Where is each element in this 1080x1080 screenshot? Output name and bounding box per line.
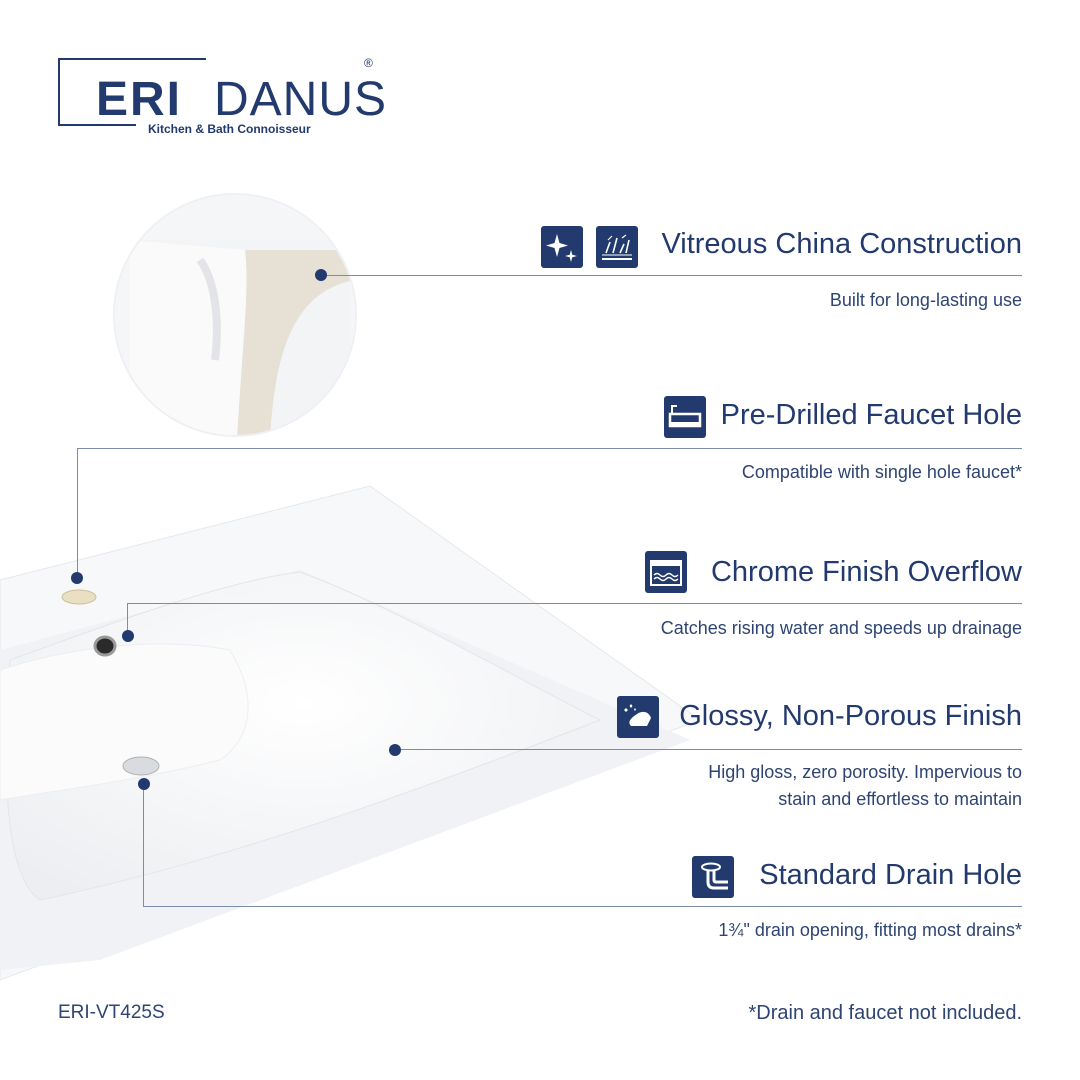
- feature-desc-faucet-hole: Compatible with single hole faucet*: [741, 462, 1022, 482]
- callout-line-overflow: [127, 603, 1022, 604]
- feature-desc-glossy-line1: High gloss, zero porosity. Impervious to: [708, 762, 1022, 782]
- feature-desc-overflow: Catches rising water and speeds up drain…: [660, 618, 1022, 638]
- callout-vline-drain: [143, 790, 144, 906]
- callout-line-glossy: [396, 749, 1022, 750]
- callout-dot-drain: [138, 778, 150, 790]
- callout-line-vitreous-china: [322, 275, 1022, 276]
- glossy-finish-icon: [617, 696, 659, 738]
- overflow-icon: [645, 551, 687, 593]
- brand-tagline: Kitchen & Bath Connoisseur: [148, 122, 311, 136]
- model-number: ERI-VT425S: [58, 1002, 165, 1023]
- callout-line-drain: [143, 906, 1022, 907]
- callout-line-faucet-hole: [77, 448, 1022, 449]
- callout-vline-faucet-hole: [77, 448, 78, 576]
- feature-title-vitreous-china: Vitreous China Construction: [661, 228, 1022, 260]
- sparkle-icon: [541, 226, 583, 268]
- feature-desc-glossy-line2: stain and effortless to maintain: [778, 789, 1022, 809]
- logo-frame-bottom: [58, 124, 136, 126]
- feature-desc-drain: 1¾" drain opening, fitting most drains*: [718, 920, 1022, 940]
- callout-vline-overflow: [127, 603, 128, 635]
- callout-dot-faucet-hole: [71, 572, 83, 584]
- brand-name-bold: ERI: [96, 73, 183, 126]
- feature-title-faucet-hole: Pre-Drilled Faucet Hole: [720, 399, 1022, 431]
- footnote: *Drain and faucet not included.: [748, 1002, 1022, 1024]
- callout-dot-glossy: [389, 744, 401, 756]
- durability-icon: [596, 226, 638, 268]
- feature-desc-vitreous-china: Built for long-lasting use: [829, 290, 1022, 310]
- sink-illustration: [0, 193, 700, 981]
- callout-dot-overflow: [122, 630, 134, 642]
- registered-mark: ®: [364, 56, 373, 70]
- faucet-hole-icon: [664, 396, 706, 438]
- logo-frame-top: [58, 58, 206, 128]
- brand-name-thin: DANUS: [214, 73, 388, 126]
- drain-pipe-icon: [692, 856, 734, 898]
- feature-title-drain: Standard Drain Hole: [759, 859, 1022, 891]
- callout-dot-vitreous-china: [315, 269, 327, 281]
- logo-frame: [58, 58, 60, 126]
- feature-title-glossy: Glossy, Non-Porous Finish: [679, 700, 1022, 732]
- feature-title-overflow: Chrome Finish Overflow: [710, 556, 1022, 588]
